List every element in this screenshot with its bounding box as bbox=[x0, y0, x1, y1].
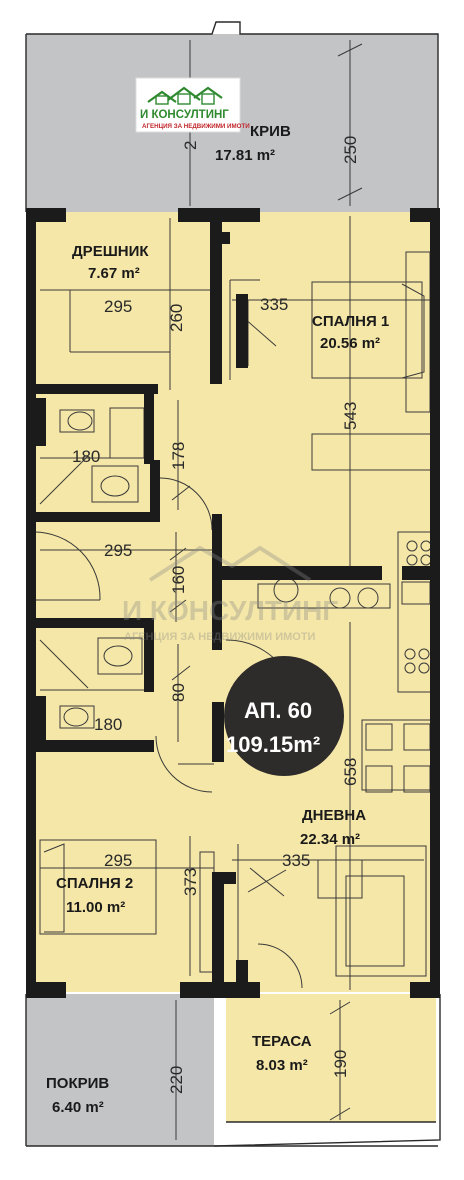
terrace-name: ТЕРАСА bbox=[252, 1033, 312, 1050]
watermark-house-icon bbox=[148, 545, 312, 582]
watermark-tagline: АГЕНЦИЯ ЗА НЕДВИЖИМИ ИМОТИ bbox=[124, 631, 316, 643]
bedroom1-name: СПАЛНЯ 1 bbox=[312, 313, 389, 330]
dim-295-hall: 295 bbox=[104, 541, 132, 560]
living-room bbox=[216, 572, 436, 992]
company-logo: И КОНСУЛТИНГ АГЕНЦИЯ ЗА НЕДВИЖИМИ ИМОТИ bbox=[135, 77, 250, 133]
dim-180-bath1: 180 bbox=[72, 447, 100, 466]
dim-543: 543 bbox=[341, 402, 360, 430]
terrace-room bbox=[226, 994, 436, 1122]
dim-178: 178 bbox=[169, 442, 188, 470]
roof-top-area-text: 17.81 m² bbox=[215, 147, 275, 164]
logo-houses-icon bbox=[147, 86, 223, 105]
dim-180-bath2: 180 bbox=[94, 715, 122, 734]
dim-658: 658 bbox=[341, 758, 360, 786]
walls bbox=[26, 208, 440, 998]
bedroom1-area-text: 20.56 m² bbox=[320, 335, 380, 352]
dim-295-bed2: 295 bbox=[104, 851, 132, 870]
dim-373: 373 bbox=[181, 868, 200, 896]
dim-190: 190 bbox=[331, 1050, 350, 1078]
bedroom2-area-text: 11.00 m² bbox=[66, 899, 125, 916]
roof-bottom-area-text: 6.40 m² bbox=[52, 1099, 104, 1116]
dim-335-bed1: 335 bbox=[260, 295, 288, 314]
roof-outlines bbox=[25, 21, 441, 1147]
dim-295-wardrobe: 295 bbox=[104, 297, 132, 316]
apartment-label: АП. 60 bbox=[244, 698, 312, 723]
bedroom2-name: СПАЛНЯ 2 bbox=[56, 875, 133, 892]
dim-335-living: 335 bbox=[282, 851, 310, 870]
dim-260: 260 bbox=[167, 304, 186, 332]
wardrobe-room bbox=[34, 212, 216, 392]
apartment-badge: АП. 60 109.15m² bbox=[224, 656, 344, 776]
wardrobe-area-text: 7.67 m² bbox=[88, 265, 140, 282]
apartment-area: 109.15m² bbox=[226, 732, 320, 757]
terrace-area-text: 8.03 m² bbox=[256, 1057, 308, 1074]
logo-name: И КОНСУЛТИНГ bbox=[140, 109, 229, 121]
roof-bottom-area bbox=[26, 994, 214, 1146]
dim-top-left: 2 bbox=[181, 141, 200, 150]
dim-160: 160 bbox=[169, 566, 188, 594]
watermark-name: И КОНСУЛТИНГ bbox=[122, 595, 338, 626]
living-area-text: 22.34 m² bbox=[300, 831, 360, 848]
dim-250: 250 bbox=[341, 136, 360, 164]
watermark: И КОНСУЛТИНГ АГЕНЦИЯ ЗА НЕДВИЖИМИ ИМОТИ bbox=[122, 545, 338, 643]
dim-80: 80 bbox=[169, 683, 188, 702]
roof-bottom-name: ПОКРИВ bbox=[46, 1075, 109, 1092]
wardrobe-name: ДРЕШНИК bbox=[72, 243, 149, 260]
dim-220: 220 bbox=[167, 1066, 186, 1094]
living-name: ДНЕВНА bbox=[302, 807, 366, 824]
roof-top-name: КРИВ bbox=[250, 123, 291, 140]
bedroom1-room bbox=[216, 212, 436, 572]
logo-tagline: АГЕНЦИЯ ЗА НЕДВИЖИМИ ИМОТИ bbox=[142, 123, 250, 130]
